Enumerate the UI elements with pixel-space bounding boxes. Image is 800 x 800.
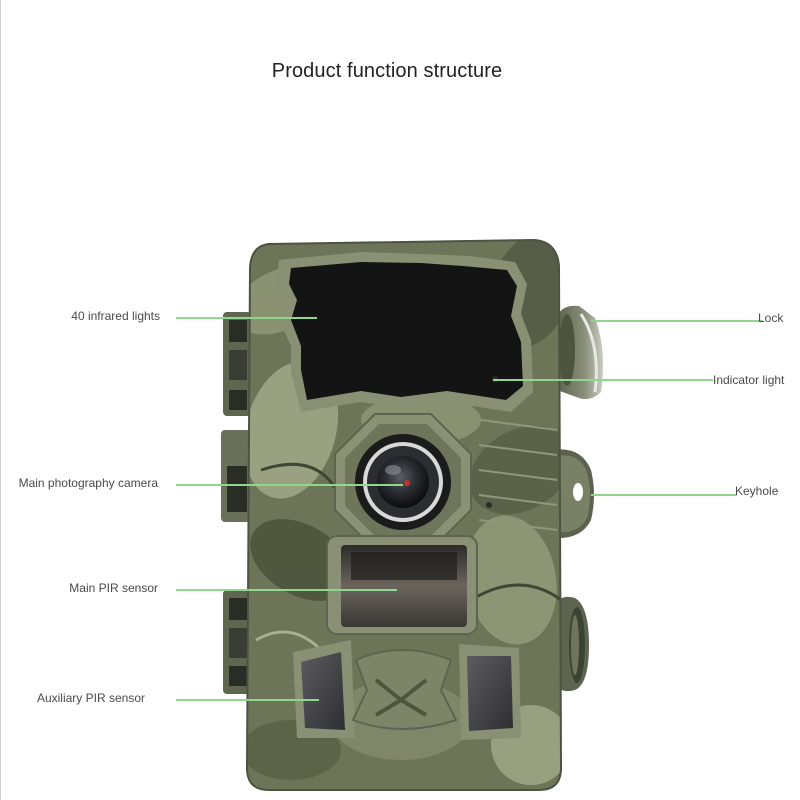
lock-part bbox=[557, 305, 603, 400]
diagram-title: Product function structure bbox=[271, 60, 503, 82]
main-camera-lens bbox=[334, 413, 492, 551]
label-infrared-lights: 40 infrared lights bbox=[71, 309, 160, 323]
label-keyhole: Keyhole bbox=[735, 484, 779, 498]
label-main-pir: Main PIR sensor bbox=[69, 581, 158, 595]
label-aux-pir: Auxiliary PIR sensor bbox=[36, 691, 145, 705]
side-clips bbox=[221, 312, 251, 694]
side-knob bbox=[555, 596, 589, 692]
camera-lens-dot-icon bbox=[404, 480, 410, 486]
label-lock: Lock bbox=[758, 311, 784, 325]
keyhole-icon bbox=[573, 483, 583, 501]
main-pir-sensor bbox=[326, 535, 478, 635]
label-main-camera: Main photography camera bbox=[18, 476, 158, 490]
auxiliary-pir-sensors bbox=[293, 640, 521, 740]
label-indicator-light: Indicator light bbox=[713, 373, 785, 387]
leader-lines bbox=[176, 317, 763, 701]
infrared-light-panel bbox=[277, 252, 533, 412]
keyhole-bracket bbox=[553, 449, 594, 539]
